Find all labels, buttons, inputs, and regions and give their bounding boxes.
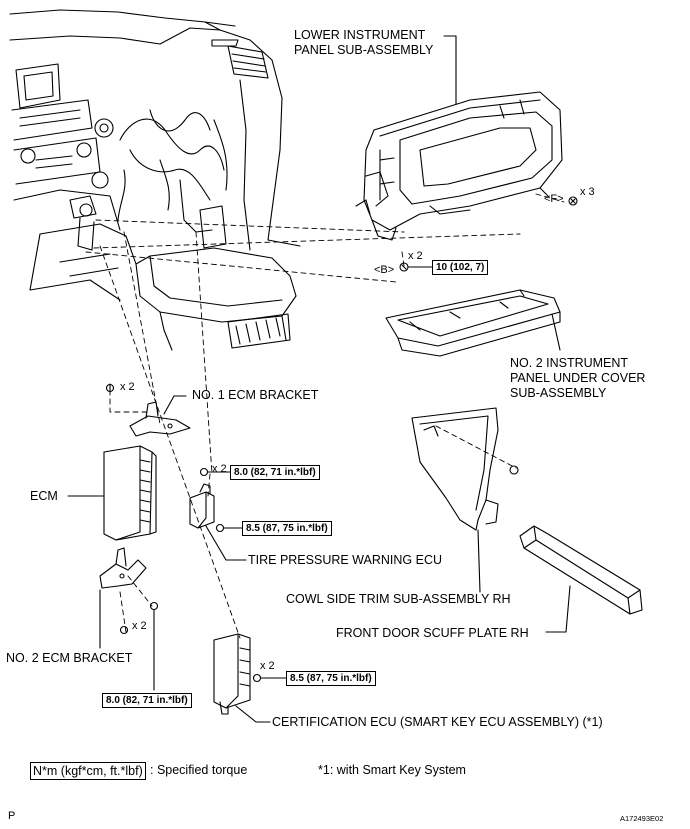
footer-mark-p: P bbox=[8, 810, 16, 822]
dashed-leader-lines bbox=[85, 193, 565, 639]
bracket-screws bbox=[105, 383, 115, 393]
torque-no2-bracket: 8.0 (82, 71 in.*lbf) bbox=[102, 693, 192, 708]
no2-ecm-bracket-drawing bbox=[99, 547, 159, 691]
label-no1-ecm-bracket: NO. 1 ECM BRACKET bbox=[192, 388, 319, 402]
label-tire-pressure-ecu: TIRE PRESSURE WARNING ECU bbox=[248, 553, 443, 567]
mark-x3: x 3 bbox=[580, 186, 595, 198]
torque-tire-ecu: 8.5 (87, 75 in.*lbf) bbox=[242, 521, 332, 536]
leader-scuff-plate bbox=[545, 585, 571, 633]
ecm-drawing bbox=[103, 445, 157, 541]
label-front-door-scuff: FRONT DOOR SCUFF PLATE RH bbox=[336, 626, 529, 640]
mark-x2-cert: x 2 bbox=[260, 660, 275, 672]
no1-ecm-bracket-drawing bbox=[129, 395, 191, 437]
scuff-plate-drawing bbox=[519, 525, 643, 615]
mark-x2-b: x 2 bbox=[408, 250, 423, 262]
mark-x2-bracket: x 2 bbox=[120, 381, 135, 393]
torque-b-bolt: 10 (102, 7) bbox=[432, 260, 489, 275]
torque-cert-ecu: 8.5 (87, 75 in.*lbf) bbox=[286, 671, 376, 686]
label-no2-ecm-bracket: NO. 2 ECM BRACKET bbox=[6, 651, 133, 665]
leader-under-cover bbox=[551, 313, 561, 351]
legend-torque-unit: N*m (kgf*cm, ft.*lbf) bbox=[30, 762, 146, 780]
figure-id: A172493E02 bbox=[620, 814, 664, 823]
mark-x2-no2: x 2 bbox=[132, 620, 147, 632]
legend-note: *1: with Smart Key System bbox=[318, 763, 466, 777]
screw-f bbox=[568, 196, 578, 206]
mark-b: <B> bbox=[374, 264, 395, 276]
label-lower-instrument-panel: LOWER INSTRUMENT PANEL SUB-ASSEMBLY bbox=[294, 28, 434, 57]
torque-ecm-nut: 8.0 (82, 71 in.*lbf) bbox=[230, 465, 320, 480]
mark-f: <F> bbox=[544, 193, 564, 205]
dashboard-illustration bbox=[9, 9, 301, 351]
leader-lower-panel bbox=[443, 35, 457, 105]
cowl-side-trim-drawing bbox=[411, 407, 519, 531]
certification-ecu-drawing bbox=[213, 633, 287, 715]
mark-x2-ecm: x 2 bbox=[212, 463, 227, 475]
tire-ecu-drawing bbox=[189, 467, 243, 533]
label-ecm: ECM bbox=[30, 489, 58, 503]
leader-cowl-trim bbox=[477, 529, 481, 593]
label-certification-ecu: CERTIFICATION ECU (SMART KEY ECU ASSEMBL… bbox=[272, 715, 603, 729]
lower-instrument-panel-drawing bbox=[355, 91, 563, 241]
leader-cert-ecu bbox=[235, 705, 271, 723]
leader-tire-ecu bbox=[205, 525, 247, 561]
under-cover-drawing bbox=[385, 289, 561, 357]
legend-torque-desc: : Specified torque bbox=[150, 763, 248, 777]
bolt-b bbox=[399, 262, 433, 272]
label-cowl-side-trim: COWL SIDE TRIM SUB-ASSEMBLY RH bbox=[286, 592, 511, 606]
label-no2-under-cover: NO. 2 INSTRUMENT PANEL UNDER COVER SUB-A… bbox=[510, 356, 646, 400]
